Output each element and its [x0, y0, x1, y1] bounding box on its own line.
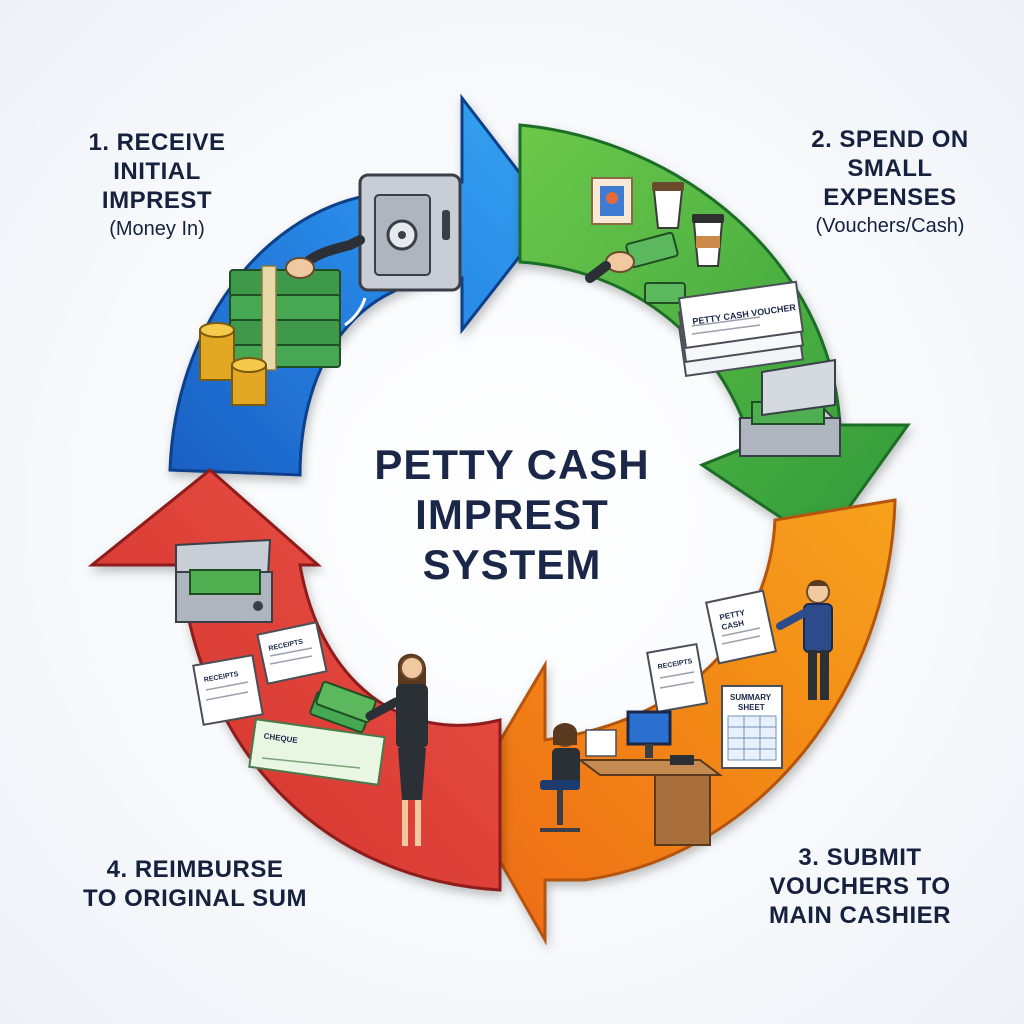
step-3-title-line-2: VOUCHERS TO — [769, 873, 951, 900]
step-4-title-line-2: TO ORIGINAL SUM — [83, 885, 307, 912]
receipts-icon-red: RECEIPTS RECEIPTS — [192, 621, 328, 726]
step-2-title-line-3: EXPENSES — [823, 184, 957, 211]
safe-icon — [358, 173, 462, 292]
coins-icon — [199, 322, 267, 406]
receipts-icon-orange: RECEIPTS — [646, 642, 708, 714]
center-title-line-3: SYSTEM — [422, 541, 602, 588]
step-1-subtitle: (Money In) — [109, 218, 205, 240]
step-1-title-line-3: IMPREST — [101, 187, 213, 214]
open-cash-box-icon — [175, 538, 273, 623]
cashier-woman-figure-icon — [365, 653, 428, 846]
clerk-figure-icon — [540, 723, 580, 832]
arrow-small-icon — [344, 297, 367, 327]
center-title-line-1: PETTY CASH — [374, 441, 650, 488]
center-title-line-2: IMPREST — [415, 491, 609, 538]
cash-box-icon — [738, 358, 843, 457]
step-1-title-line-2: INITIAL — [113, 158, 201, 185]
petty-cash-document-icon: PETTY CASH — [705, 589, 777, 665]
step-2-subtitle: (Vouchers/Cash) — [815, 215, 965, 237]
office-desk-icon — [577, 710, 723, 846]
step-3-title-line-3: MAIN CASHIER — [768, 902, 951, 929]
summary-text-1: SUMMARY — [730, 693, 772, 702]
cash-bundle-icon — [309, 680, 377, 734]
step-3-title-line-1: 3. SUBMIT — [798, 844, 922, 871]
step-2-title-line-1: 2. SPEND ON — [811, 126, 969, 153]
step-1-label: 1. RECEIVE INITIAL IMPREST (Money In) — [62, 128, 252, 244]
summary-text-2: SHEET — [738, 703, 765, 712]
stamp-icon — [591, 177, 633, 225]
step-3-label: 3. SUBMIT VOUCHERS TO MAIN CASHIER — [745, 843, 975, 930]
step-4-title-line-1: 4. REIMBURSE — [106, 856, 284, 883]
step-2-label: 2. SPEND ON SMALL EXPENSES (Vouchers/Cas… — [770, 125, 1010, 241]
coffee-cup-icon — [652, 182, 724, 267]
hand-cash-icon — [585, 231, 686, 304]
summary-sheet-icon: SUMMARY SHEET — [721, 685, 783, 769]
center-title: PETTY CASH IMPREST SYSTEM — [330, 440, 694, 590]
voucher-stack-icon: PETTY CASH VOUCHER — [677, 280, 805, 377]
cheque-icon: CHEQUE — [248, 718, 386, 786]
step-4-label: 4. REIMBURSE TO ORIGINAL SUM — [60, 855, 330, 913]
manager-figure-icon — [776, 580, 833, 700]
step-1-title-line-1: 1. RECEIVE — [88, 129, 226, 156]
step-2-title-line-2: SMALL — [847, 155, 933, 182]
